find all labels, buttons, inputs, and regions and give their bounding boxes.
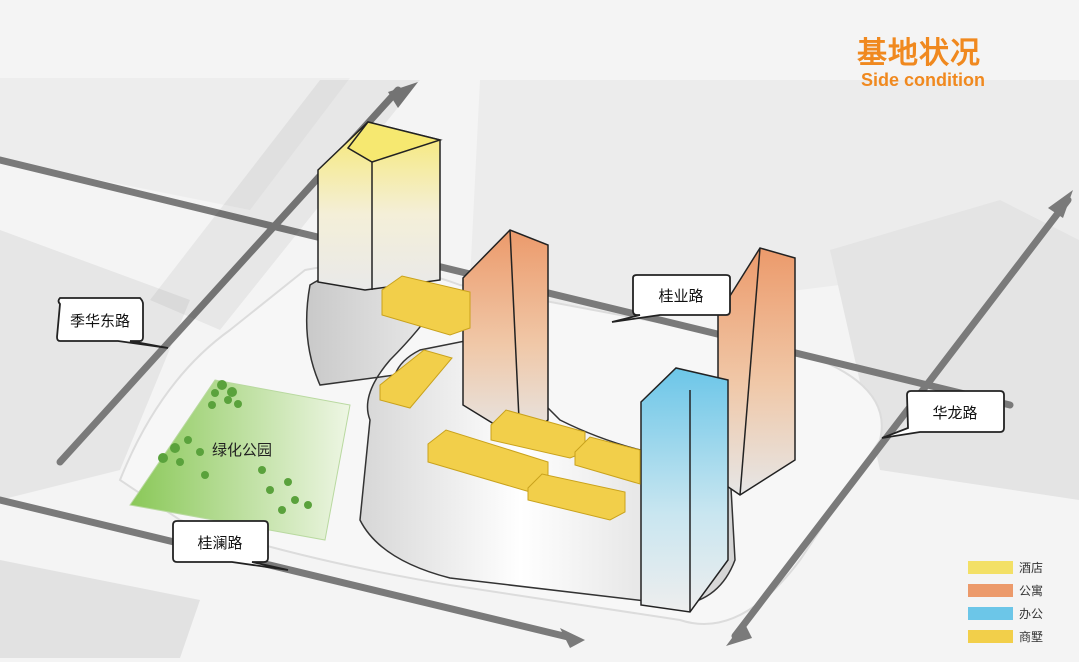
office-tower: [640, 367, 729, 613]
callout-guilan: 桂澜路: [172, 520, 289, 571]
legend-item-office: 办公: [968, 602, 1043, 625]
page-subtitle: Side condition: [861, 70, 985, 90]
legend-swatch-villa: [968, 630, 1013, 643]
legend-label-hotel: 酒店: [1019, 561, 1044, 575]
callout-jihua-east: 季华东路: [56, 297, 169, 349]
commercial-villas: [379, 275, 641, 521]
road-label-jihua-east: 季华东路: [70, 312, 130, 330]
legend-label-apartment: 公寓: [1019, 584, 1044, 598]
legend-item-villa: 商墅: [968, 625, 1043, 648]
callout-hualong: 华龙路: [881, 390, 1005, 439]
callout-guiye: 桂业路: [611, 274, 731, 323]
legend-item-apartment: 公寓: [968, 579, 1043, 602]
road-arrows: [388, 82, 1073, 648]
road-label-guiye: 桂业路: [658, 287, 703, 305]
legend-swatch-hotel: [968, 561, 1013, 574]
apartment-tower-left: [462, 229, 549, 441]
legend-label-villa: 商墅: [1019, 630, 1044, 644]
legend: 酒店 公寓 办公 商墅: [968, 556, 1043, 648]
hotel-tower: [317, 121, 443, 291]
green-park: [129, 379, 351, 541]
park-label: 绿化公园: [212, 441, 272, 459]
legend-swatch-office: [968, 607, 1013, 620]
legend-swatch-apartment: [968, 584, 1013, 597]
road-label-hualong: 华龙路: [932, 404, 977, 422]
ground-blocks: [0, 78, 1079, 658]
page-title: 基地状况: [857, 36, 981, 71]
legend-item-hotel: 酒店: [968, 556, 1043, 579]
legend-label-office: 办公: [1019, 607, 1044, 621]
road-label-guilan: 桂澜路: [197, 534, 242, 552]
